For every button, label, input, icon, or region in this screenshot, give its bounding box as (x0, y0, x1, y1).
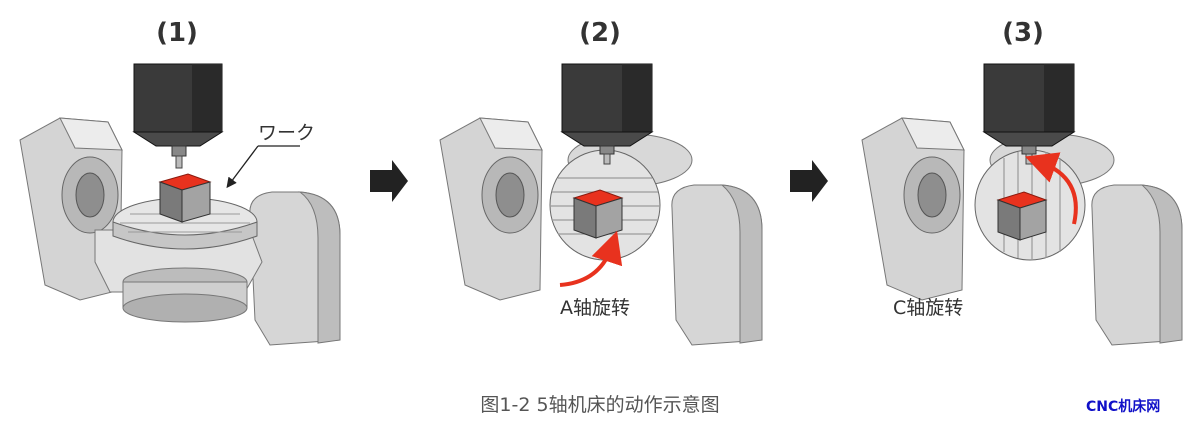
workpiece-label: ワーク (258, 122, 316, 144)
a-axis-rotation-label: A轴旋转 (560, 297, 630, 319)
figure-caption: 图1-2 5轴机床的动作示意图 (480, 394, 720, 416)
step-1-label: (1) (156, 18, 198, 48)
machine-1 (19, 63, 341, 346)
arrow-right-icon (790, 160, 828, 202)
machine-2 (439, 63, 763, 346)
machine-3 (861, 63, 1183, 346)
watermark: CNC机床网 (1086, 399, 1161, 415)
c-axis-rotation-label: C轴旋转 (893, 297, 964, 319)
arrow-right-icon (370, 160, 408, 202)
step-2-label: (2) (579, 18, 621, 48)
step-3-label: (3) (1002, 18, 1044, 48)
